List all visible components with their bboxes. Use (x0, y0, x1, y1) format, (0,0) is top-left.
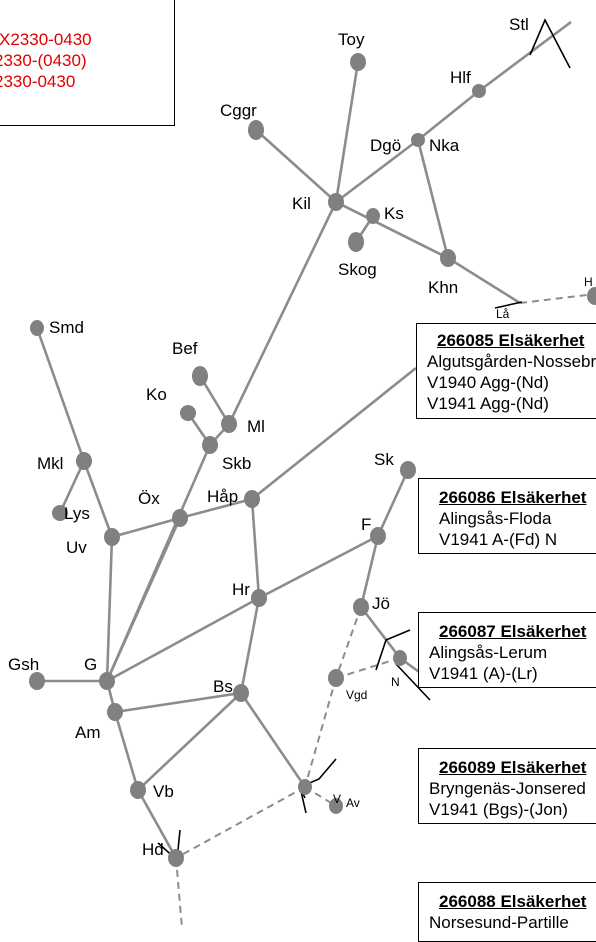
station-labels: Stl Toy Hlf Cggr Dgö Nka Kil Ks Skog Khn… (8, 15, 593, 859)
station-label-n: N (391, 675, 400, 689)
notice-title: 266086 Elsäkerhet (439, 488, 587, 507)
track-lines (35, 20, 572, 859)
station-node-khn[interactable] (440, 249, 456, 267)
station-node-vb[interactable] (130, 781, 146, 799)
station-label-stl: Stl (509, 15, 529, 34)
dashed-track-lines (175, 293, 596, 928)
notice-title: 266088 Elsäkerhet (439, 892, 587, 911)
boundary-marks (157, 18, 571, 862)
station-node-toy[interactable] (350, 53, 366, 71)
station-label-hlf: Hlf (450, 68, 471, 87)
notice-box-266087[interactable]: 266087 Elsäkerhet Alingsås-Lerum V1941 (… (418, 612, 596, 688)
station-label-cggr: Cggr (220, 101, 257, 120)
station-node-cggr[interactable] (248, 120, 264, 140)
legend-row-2: 2330-(0430) (0, 51, 87, 70)
station-label-dgo: Dgö (370, 136, 401, 155)
station-node-n[interactable] (393, 650, 407, 666)
station-node-nka[interactable] (411, 133, 425, 147)
station-label-vb: Vb (153, 782, 174, 801)
station-label-hap: Håp (207, 487, 238, 506)
station-label-gsh: Gsh (8, 655, 39, 674)
station-label-skb: Skb (222, 454, 251, 473)
station-label-am: Am (75, 723, 101, 742)
station-label-ox: Öx (138, 489, 160, 508)
notice-box-266088[interactable]: 266088 Elsäkerhet Norsesund-Partille (418, 882, 596, 942)
station-node-am[interactable] (107, 703, 123, 721)
station-node-bs[interactable] (233, 684, 249, 702)
station-node-ko[interactable] (180, 405, 196, 421)
notice-line: V1941 (Bgs)-(Jon) (429, 800, 568, 819)
station-label-ks: Ks (384, 204, 404, 223)
station-node-skog[interactable] (348, 232, 364, 252)
station-label-vgd: Vgd (346, 688, 367, 702)
station-label-la: Lå (496, 307, 510, 321)
station-label-bef: Bef (172, 339, 198, 358)
notice-title: 266087 Elsäkerhet (439, 622, 587, 641)
station-node-kil[interactable] (328, 193, 344, 211)
station-node-hd[interactable] (168, 849, 184, 867)
notice-title: 266085 Elsäkerhet (437, 331, 585, 350)
station-node-vgd[interactable] (328, 669, 344, 687)
notice-box-266086[interactable]: 266086 Elsäkerhet Alingsås-Floda V1941 A… (418, 478, 596, 554)
station-label-sk: Sk (374, 450, 394, 469)
station-node-ox[interactable] (172, 509, 188, 527)
notice-line: V1941 Agg-(Nd) (427, 394, 549, 413)
station-label-bs: Bs (213, 677, 233, 696)
legend-row-3: 2330-0430 (0, 72, 76, 91)
notice-line: V1941 (A)-(Lr) (429, 664, 538, 683)
station-label-toy: Toy (338, 30, 365, 49)
station-node-skb[interactable] (202, 436, 218, 454)
station-label-g: G (84, 655, 97, 674)
station-label-hd: Hd (142, 840, 164, 859)
station-node-f[interactable] (370, 527, 386, 545)
station-label-lys: Lys (64, 504, 90, 523)
station-node-hlf[interactable] (472, 84, 486, 98)
station-node-g[interactable] (99, 672, 115, 690)
notice-box-266089[interactable]: 266089 Elsäkerhet Bryngenäs-Jonsered V19… (418, 748, 596, 824)
station-node-av[interactable] (329, 798, 343, 814)
notice-line: Norsesund-Partille (429, 913, 569, 932)
station-node-ml[interactable] (221, 415, 237, 433)
station-node-mkl[interactable] (76, 452, 92, 470)
station-label-khn: Khn (428, 278, 458, 297)
station-node-v[interactable] (298, 779, 312, 795)
station-node-gsh[interactable] (29, 672, 45, 690)
station-nodes (29, 53, 596, 867)
station-label-av: Av (346, 796, 360, 810)
station-node-h[interactable] (587, 287, 596, 305)
station-node-hap[interactable] (244, 490, 260, 508)
station-node-bef[interactable] (192, 366, 208, 386)
notice-line: Bryngenäs-Jonsered (429, 779, 586, 798)
notice-line: Algutsgården-Nossebro (427, 352, 596, 371)
legend-box: X2330-0430 2330-(0430) 2330-0430 (0, 0, 175, 126)
legend-row-1: X2330-0430 (0, 30, 92, 49)
notice-line: V1941 A-(Fd) N (439, 530, 558, 549)
station-label-h: H (584, 275, 593, 289)
station-label-nka: Nka (429, 136, 460, 155)
notice-line: Alingsås-Floda (439, 509, 552, 528)
station-label-f: F (361, 515, 371, 534)
station-node-sk[interactable] (400, 461, 416, 479)
station-label-skog: Skog (338, 260, 377, 279)
notice-line: Alingsås-Lerum (429, 643, 548, 662)
station-node-lys[interactable] (52, 505, 68, 521)
station-node-ks[interactable] (366, 208, 380, 224)
station-node-jo[interactable] (353, 598, 369, 616)
station-label-jo: Jö (372, 594, 390, 613)
station-node-smd[interactable] (30, 320, 44, 336)
station-label-mkl: Mkl (37, 454, 63, 473)
station-label-v: V (333, 792, 341, 806)
station-label-ml: Ml (247, 417, 265, 436)
station-label-uv: Uv (66, 538, 87, 557)
station-node-uv[interactable] (104, 528, 120, 546)
station-label-kil: Kil (292, 194, 311, 213)
station-label-ko: Ko (146, 385, 167, 404)
notice-title: 266089 Elsäkerhet (439, 758, 587, 777)
notice-line: V1940 Agg-(Nd) (427, 373, 549, 392)
station-node-hr[interactable] (251, 589, 267, 607)
notice-box-266085[interactable]: 266085 Elsäkerhet Algutsgården-Nossebro … (416, 323, 596, 419)
station-label-smd: Smd (49, 318, 84, 337)
station-label-hr: Hr (232, 580, 250, 599)
